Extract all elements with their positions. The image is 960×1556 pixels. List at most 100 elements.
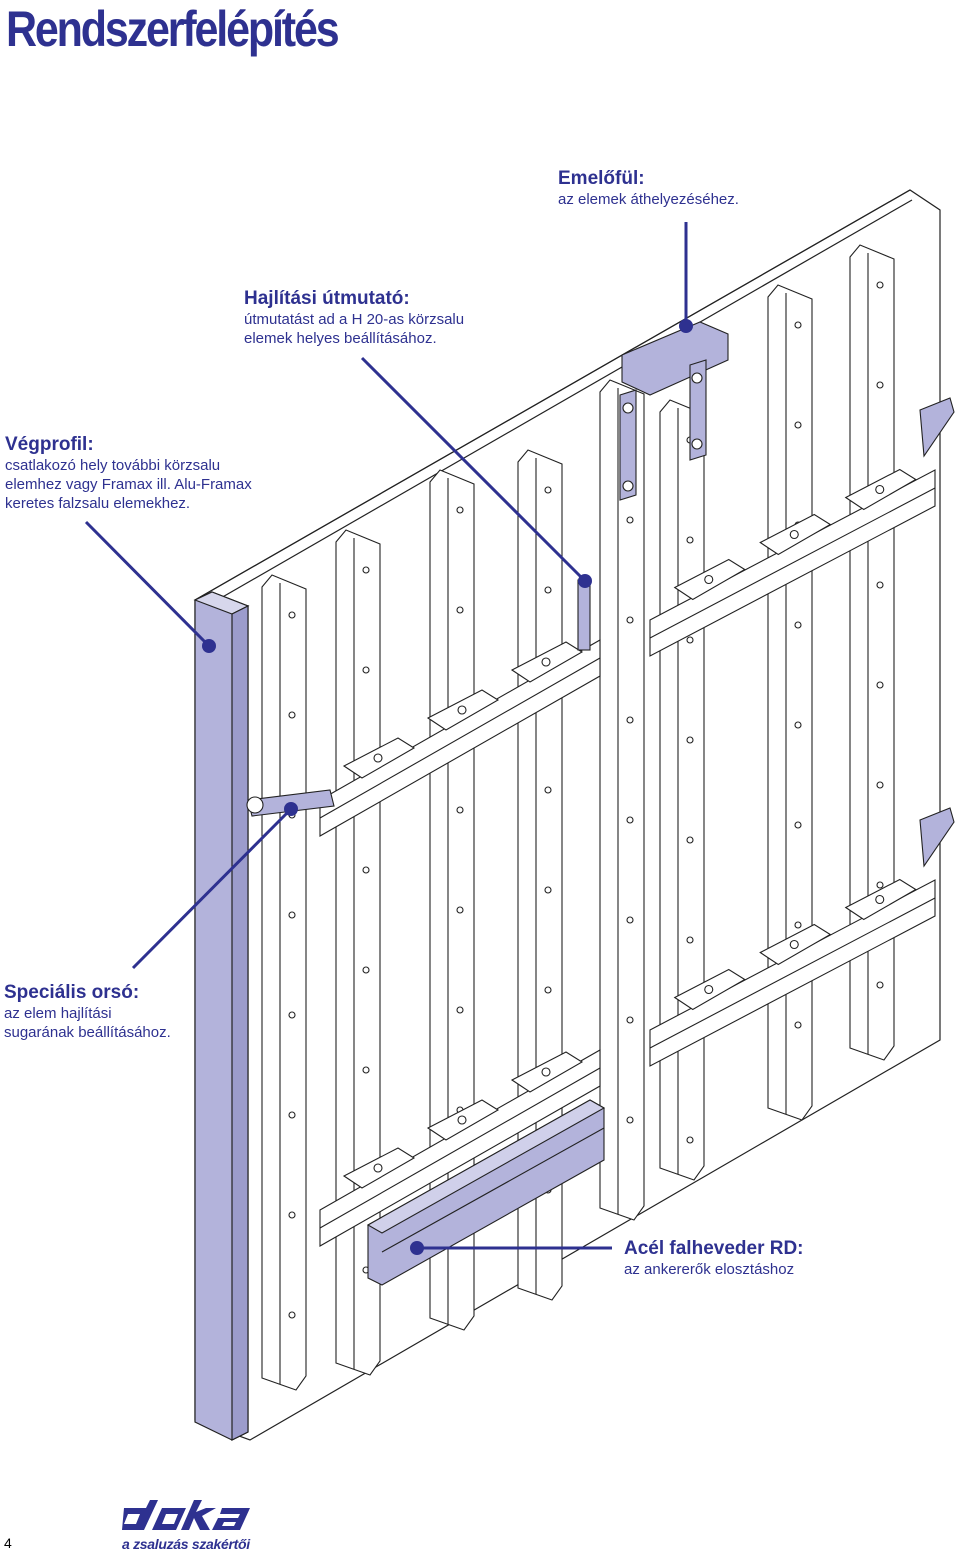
formwork-diagram bbox=[84, 189, 955, 1441]
beam-hole bbox=[544, 486, 552, 494]
callout-steel-waler-heading: Acél falheveder RD: bbox=[624, 1238, 804, 1259]
beam-hole bbox=[362, 666, 370, 674]
beam-hole bbox=[876, 381, 884, 389]
callout-bending-guide: Hajlítási útmutató: útmutatást ad a H 20… bbox=[244, 288, 464, 348]
beam-hole bbox=[362, 966, 370, 974]
waler-rails bbox=[319, 468, 936, 1247]
callout-steel-waler: Acél falheveder RD: az ankererők elosztá… bbox=[624, 1238, 804, 1279]
waler-groove bbox=[319, 657, 601, 819]
beam-hole bbox=[544, 886, 552, 894]
leader-dot-lifting-lug bbox=[679, 319, 693, 333]
clamp-bolt bbox=[704, 984, 714, 995]
clamp-bolt bbox=[875, 894, 885, 905]
beam-hole bbox=[686, 836, 694, 844]
beam-hole bbox=[362, 566, 370, 574]
beam-hole bbox=[288, 611, 296, 619]
beam-hole bbox=[794, 921, 802, 929]
beam-hole bbox=[876, 681, 884, 689]
callout-spindle-desc-2: sugarának beállításához. bbox=[4, 1024, 171, 1041]
leader-dot-waler bbox=[410, 1241, 424, 1255]
clamp-bolt bbox=[789, 529, 799, 540]
callout-bending-guide-desc-2: elemek helyes beállításához. bbox=[244, 330, 437, 347]
end-profile bbox=[193, 591, 250, 1441]
doka-tagline: a zsaluzás szakértői bbox=[122, 1536, 250, 1552]
callout-lifting-lug: Emelőfül: az elemek áthelyezéséhez. bbox=[558, 168, 739, 209]
callout-spindle-heading: Speciális orsó: bbox=[4, 982, 140, 1003]
beam-hole bbox=[626, 1116, 634, 1124]
beam-hole bbox=[456, 806, 464, 814]
leader-dot-end-profile bbox=[202, 639, 216, 653]
beam-hole bbox=[876, 881, 884, 889]
beam-hole bbox=[544, 786, 552, 794]
beam-hole bbox=[362, 866, 370, 874]
beam-hole bbox=[686, 736, 694, 744]
beam-hole bbox=[626, 816, 634, 824]
beam-hole bbox=[626, 716, 634, 724]
page-number: 4 bbox=[4, 1535, 12, 1551]
beam-hole bbox=[288, 1211, 296, 1219]
callout-spindle: Speciális orsó: az elem hajlítási sugará… bbox=[4, 982, 171, 1042]
clamp-bolt bbox=[541, 657, 551, 667]
callout-end-profile: Végprofil: csatlakozó hely további körzs… bbox=[5, 434, 252, 513]
beam-hole bbox=[288, 1311, 296, 1319]
vertical-beam bbox=[659, 399, 705, 1181]
beam-hole bbox=[456, 606, 464, 614]
beam-hole bbox=[794, 1021, 802, 1029]
beam-hole bbox=[456, 906, 464, 914]
beam-hole bbox=[544, 986, 552, 994]
beam-hole bbox=[794, 321, 802, 329]
page-title: Rendszerfelépítés bbox=[6, 1, 340, 57]
steel-waler-rd bbox=[366, 1099, 606, 1286]
leader-dot-spindle bbox=[284, 802, 298, 816]
beam-hole bbox=[626, 916, 634, 924]
callout-end-profile-heading: Végprofil: bbox=[5, 434, 94, 455]
beam-hole bbox=[794, 821, 802, 829]
vertical-beam bbox=[261, 574, 307, 1391]
beam-hole bbox=[362, 1066, 370, 1074]
callout-end-profile-desc-2: elemhez vagy Framax ill. Alu-Framax bbox=[5, 476, 252, 493]
callout-end-profile-desc-1: csatlakozó hely további körzsalu bbox=[5, 457, 221, 474]
clamp-bolt bbox=[541, 1067, 551, 1077]
vertical-beam bbox=[767, 284, 813, 1121]
doka-logo: a zsaluzás szakértői bbox=[118, 1498, 264, 1556]
clamp-bolt bbox=[704, 574, 714, 585]
clamp-bolt bbox=[789, 939, 799, 950]
callout-bending-guide-desc-1: útmutatást ad a H 20-as körzsalu bbox=[244, 311, 465, 328]
leader-lines bbox=[84, 222, 693, 1255]
beam-hole bbox=[626, 616, 634, 624]
clamp-bolt bbox=[875, 484, 885, 495]
beam-hole bbox=[794, 721, 802, 729]
wall-sheet bbox=[194, 189, 941, 1441]
callout-spindle-desc-1: az elem hajlítási bbox=[4, 1005, 112, 1022]
waler-groove bbox=[649, 487, 936, 639]
beam-hole bbox=[876, 981, 884, 989]
doka-logo-mark bbox=[122, 1500, 250, 1530]
beam-hole bbox=[876, 581, 884, 589]
beam-hole bbox=[288, 1111, 296, 1119]
beam-hole bbox=[288, 911, 296, 919]
leader-dot-bending-guide bbox=[578, 574, 592, 588]
beam-hole bbox=[626, 516, 634, 524]
clamp-bolt bbox=[457, 1115, 467, 1125]
callout-steel-waler-desc: az ankererők elosztáshoz bbox=[624, 1261, 795, 1278]
beam-hole bbox=[876, 281, 884, 289]
beam-hole bbox=[686, 536, 694, 544]
beam-hole bbox=[794, 621, 802, 629]
bending-guide bbox=[577, 579, 591, 651]
beam-hole bbox=[288, 1011, 296, 1019]
beam-hole bbox=[456, 1006, 464, 1014]
callout-bending-guide-heading: Hajlítási útmutató: bbox=[244, 288, 410, 309]
beam-hole bbox=[686, 936, 694, 944]
waler-groove bbox=[319, 1067, 601, 1229]
clamp-bolt bbox=[373, 753, 383, 763]
clamp-bolt bbox=[457, 705, 467, 715]
beam-hole bbox=[876, 781, 884, 789]
beam-hole bbox=[626, 1016, 634, 1024]
beam-hole bbox=[686, 636, 694, 644]
waler-groove bbox=[649, 897, 936, 1049]
beam-hole bbox=[794, 421, 802, 429]
beam-hole bbox=[544, 586, 552, 594]
lifting-lug bbox=[619, 321, 729, 501]
clamp-bolt bbox=[373, 1163, 383, 1173]
beam-hole bbox=[456, 506, 464, 514]
